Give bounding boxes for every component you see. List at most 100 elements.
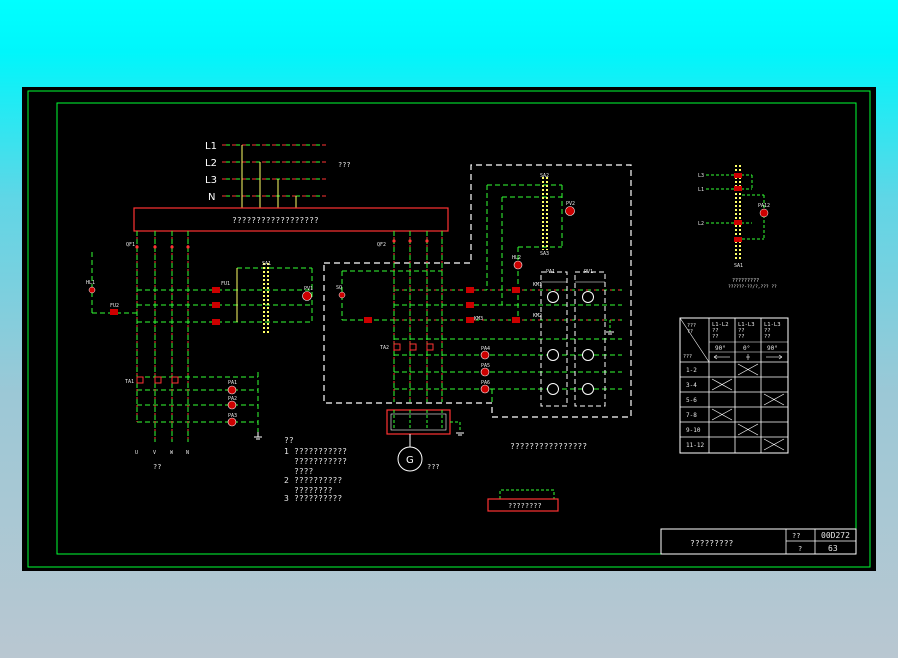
drawing-sheet: L1 L2 L3 N ??? ?????????????????? xyxy=(22,87,876,571)
switch-angle-3: 90° xyxy=(767,345,778,352)
label-panel-pa: PA1 xyxy=(546,269,555,275)
switch-row-label: 1-2 xyxy=(686,367,697,374)
fuse-km3 xyxy=(466,317,474,323)
phase-label-l2: L2 xyxy=(205,158,217,169)
switch-table: ????? ??? L1-L2???? L1-L3???? L1-L3???? … xyxy=(679,317,789,454)
fuse-km1 xyxy=(466,287,474,293)
ammeter-pa1 xyxy=(227,385,237,395)
left-circuit: FU1 FU2 PV1 QF1 SA1 HL1 TA1 PA1 PA2 PA3 … xyxy=(86,231,313,471)
switch-table-header-2: L1-L3???? xyxy=(738,322,755,340)
label-pa1: PA1 xyxy=(228,380,237,386)
bottom-component: ???????? xyxy=(487,489,559,512)
generator-symbol xyxy=(397,446,423,472)
inset-phase-3: L2 xyxy=(698,221,704,227)
inset-caption-1: ????????? xyxy=(732,278,759,284)
schematic-canvas: L1 L2 L3 N ??? ?????????????????? xyxy=(27,90,871,568)
label-km3: KM3 xyxy=(474,316,483,322)
label-sa1-left: SA1 xyxy=(262,261,271,267)
label-w: W xyxy=(170,450,174,456)
inner-frame xyxy=(56,102,857,555)
drawing-number: 00D272 xyxy=(821,531,850,540)
note-2-line-2: ???????? xyxy=(294,486,333,495)
note-2-num: 2 xyxy=(284,476,289,485)
dashed-enclosure xyxy=(323,164,632,418)
switch-contact-mark xyxy=(711,408,733,421)
drawing-title: ????????? xyxy=(690,539,734,548)
left-caption: ?? xyxy=(153,463,161,471)
label-n: N xyxy=(186,450,189,456)
indicator-hl2 xyxy=(513,260,523,270)
label-pa5: PA5 xyxy=(481,363,490,369)
bottom-box xyxy=(487,498,559,512)
inset-bottom-label: SA1 xyxy=(734,263,743,269)
ammeter-pa4 xyxy=(480,350,490,360)
switch-contact-mark xyxy=(763,438,785,451)
generator-letter: G xyxy=(406,455,414,466)
switch-angle-2: 0° xyxy=(743,345,750,352)
label-v: V xyxy=(153,450,156,456)
switch-contact-mark xyxy=(711,378,733,391)
voltmeter-pv2 xyxy=(565,206,575,216)
note-1-num: 1 xyxy=(284,447,289,456)
switch-table-header-1: L1-L2???? xyxy=(712,322,729,340)
right-caption: ???????????????? xyxy=(510,442,587,451)
label-hl1: HL1 xyxy=(86,280,95,286)
label-qf2: QF2 xyxy=(377,242,386,248)
title-block: ????????? ?? 00D272 ? 63 xyxy=(660,528,857,555)
switch-table-corner-top: ????? xyxy=(687,323,696,335)
note-2-line-1: ?????????? xyxy=(294,476,342,485)
phase-label-l1: L1 xyxy=(205,141,217,152)
label-fu1: FU1 xyxy=(221,281,230,287)
note-1-line-1: ??????????? xyxy=(294,447,347,456)
switch-contact-mark xyxy=(737,363,759,376)
fuse-left xyxy=(110,309,118,315)
generator-connection: G ??? xyxy=(386,409,464,472)
bus-note: ??? xyxy=(338,161,351,169)
ammeter-pa2 xyxy=(227,400,237,410)
label-fu2-left: FU2 xyxy=(110,303,119,309)
inset-caption-2: ??????-??/?,??? ?? xyxy=(728,284,777,290)
switch-row-label: 7-8 xyxy=(686,412,697,419)
label-sa2: SA2 xyxy=(540,173,549,179)
label-pa4: PA4 xyxy=(481,346,490,352)
title-field-label-1: ?? xyxy=(792,532,800,540)
switch-contact-mark xyxy=(737,423,759,436)
outer-frame xyxy=(27,90,871,568)
inset-phase-2: L1 xyxy=(698,187,704,193)
main-panel-title: ?????????????????? xyxy=(232,216,319,225)
switch-row-label: 5-6 xyxy=(686,397,697,404)
fuse-km2 xyxy=(466,302,474,308)
note-1-line-3: ???? xyxy=(294,467,313,476)
label-pv2: PV2 xyxy=(566,201,575,207)
fuse-fu2 xyxy=(212,302,220,308)
label-km1: KM1 xyxy=(533,282,542,288)
label-pv1: PV1 xyxy=(304,286,313,292)
label-pa6: PA6 xyxy=(481,380,490,386)
inset-meter xyxy=(759,208,769,218)
ammeter-pa3 xyxy=(227,417,237,427)
label-pa3: PA3 xyxy=(228,413,237,419)
switch-table-corner-bottom: ??? xyxy=(683,354,692,360)
label-ta1: TA1 xyxy=(125,379,134,385)
note-3-num: 3 xyxy=(284,494,289,503)
label-pa2: PA2 xyxy=(228,396,237,402)
switch-table-header-3: L1-L3???? xyxy=(764,322,781,340)
label-sq: SQ xyxy=(336,285,342,291)
title-field-label-2: ? xyxy=(798,545,802,553)
switch-angle-1: 90° xyxy=(715,345,726,352)
label-ta2: TA2 xyxy=(380,345,389,351)
fuse-fu3 xyxy=(212,319,220,325)
indicator-hl1 xyxy=(88,286,96,294)
sheet-value: 63 xyxy=(828,544,838,553)
label-sa3: SA3 xyxy=(540,251,549,257)
label-km2: KM2 xyxy=(533,313,542,319)
center-circuit: SA2 SA3 KM3 KM1 KM2 PV2 HL2 SQ PA4 PA5 P… xyxy=(323,164,632,418)
generator-caption: ??? xyxy=(427,463,440,471)
fuse-center-left xyxy=(364,317,372,323)
label-panel-pv: PV1 xyxy=(584,269,593,275)
main-panel-box xyxy=(133,207,449,232)
note-1-line-2: ??????????? xyxy=(294,457,347,466)
switch-contact-mark xyxy=(763,393,785,406)
phase-label-n: N xyxy=(208,192,215,203)
phase-bus: L1 L2 L3 N ??? xyxy=(205,141,351,208)
